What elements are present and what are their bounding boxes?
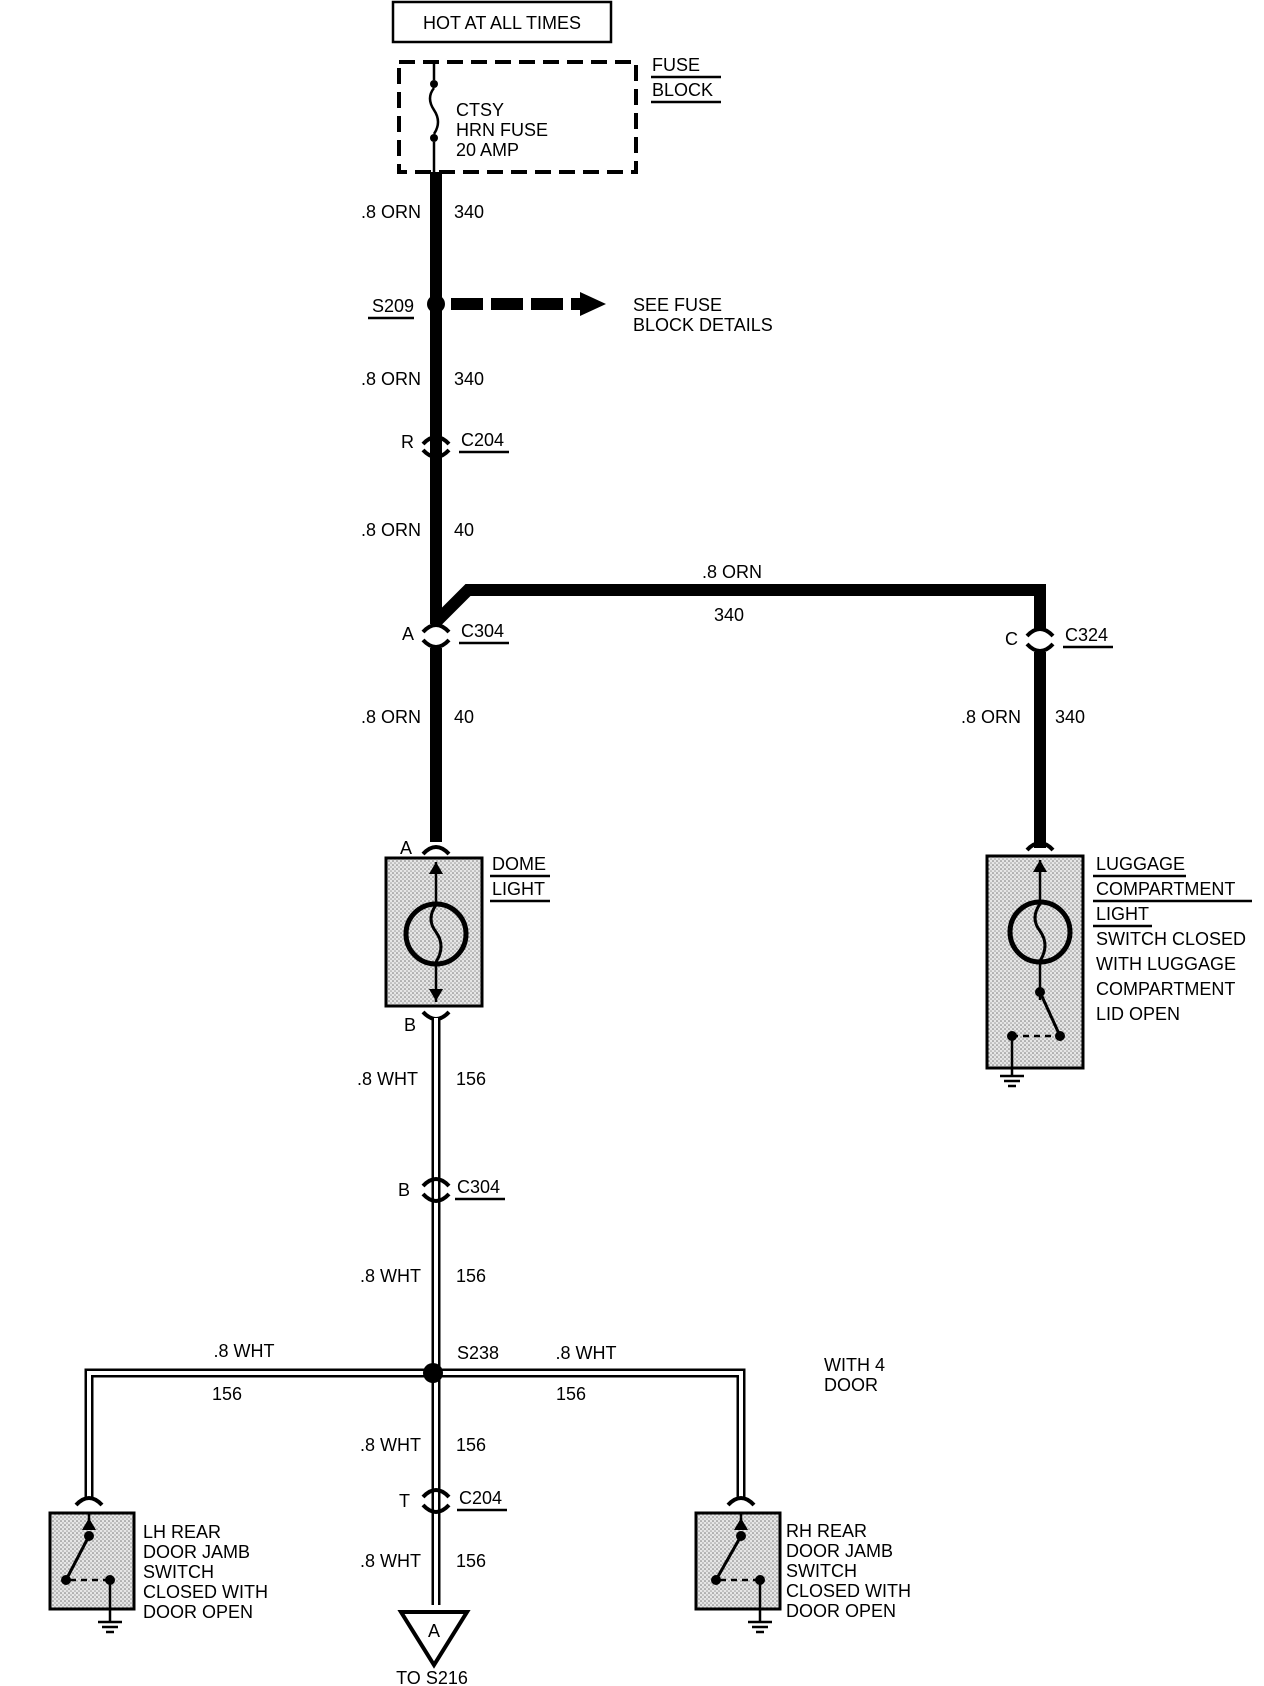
rh-line1: RH REAR xyxy=(786,1521,867,1541)
fuse-name-line2: HRN FUSE xyxy=(456,120,548,140)
hot-label: HOT AT ALL TIMES xyxy=(423,13,581,33)
luggage-line6: COMPARTMENT xyxy=(1096,979,1235,999)
c304-top-pin: A xyxy=(402,624,414,644)
wht-wires xyxy=(84,1018,746,1605)
w9-color: .8 WHT xyxy=(360,1551,421,1571)
w4-circuit: 40 xyxy=(454,707,474,727)
w6-circuit: 156 xyxy=(456,1069,486,1089)
w3-circuit: 40 xyxy=(454,520,474,540)
rh-door-jamb-switch: RH REAR DOOR JAMB SWITCH CLOSED WITH DOO… xyxy=(694,1496,911,1634)
w9-circuit: 156 xyxy=(456,1551,486,1571)
luggage-line7: LID OPEN xyxy=(1096,1004,1180,1024)
c304-top-name: C304 xyxy=(461,621,504,641)
rh-line5: DOOR OPEN xyxy=(786,1601,896,1621)
w5-circuit: 340 xyxy=(1055,707,1085,727)
wright-color: .8 WHT xyxy=(556,1343,617,1363)
c324-connector: C C324 xyxy=(1005,625,1113,653)
with-4door-line1: WITH 4 xyxy=(824,1355,885,1375)
lh-line1: LH REAR xyxy=(143,1522,221,1542)
s209-splice: S209 SEE FUSE BLOCK DETAILS xyxy=(368,292,773,335)
lh-line2: DOOR JAMB xyxy=(143,1542,250,1562)
c204-top-connector: R C204 xyxy=(401,430,509,459)
dome-pin-a: A xyxy=(400,838,412,858)
see-fuse-line1: SEE FUSE xyxy=(633,295,722,315)
fuse-name-line1: CTSY xyxy=(456,100,504,120)
s238-splice: S238 xyxy=(423,1343,499,1383)
w7-circuit: 156 xyxy=(456,1266,486,1286)
w3-color: .8 ORN xyxy=(361,520,421,540)
luggage-line2: COMPARTMENT xyxy=(1096,879,1235,899)
wleft-color: .8 WHT xyxy=(214,1341,275,1361)
s209-label: S209 xyxy=(372,296,414,316)
c304-bottom-pin: B xyxy=(398,1180,410,1200)
w2-circuit: 340 xyxy=(454,369,484,389)
luggage-compartment-light: LUGGAGE COMPARTMENT LIGHT SWITCH CLOSED … xyxy=(985,841,1252,1088)
offpage-letter: A xyxy=(428,1621,440,1641)
hot-at-all-times-box: HOT AT ALL TIMES xyxy=(391,0,613,44)
w1-color: .8 ORN xyxy=(361,202,421,222)
fuse-block-title-2: BLOCK xyxy=(652,80,713,100)
s238-label: S238 xyxy=(457,1343,499,1363)
offpage-to-label: TO S216 xyxy=(396,1668,468,1686)
wbranch-circuit: 340 xyxy=(714,605,744,625)
wbranch-color: .8 ORN xyxy=(702,562,762,582)
luggage-line3: LIGHT xyxy=(1096,904,1149,924)
rh-line2: DOOR JAMB xyxy=(786,1541,893,1561)
wright-circuit: 156 xyxy=(556,1384,586,1404)
with-4door-line2: DOOR xyxy=(824,1375,878,1395)
w8-circuit: 156 xyxy=(456,1435,486,1455)
w1-circuit: 340 xyxy=(454,202,484,222)
lh-line5: DOOR OPEN xyxy=(143,1602,253,1622)
offpage-connector: A TO S216 xyxy=(396,1610,471,1686)
w6-color: .8 WHT xyxy=(357,1069,418,1089)
w7-color: .8 WHT xyxy=(360,1266,421,1286)
c204-bottom-name: C204 xyxy=(459,1488,502,1508)
rh-line3: SWITCH xyxy=(786,1561,857,1581)
luggage-line1: LUGGAGE xyxy=(1096,854,1185,874)
lh-line4: CLOSED WITH xyxy=(143,1582,268,1602)
c204-bottom-connector: T C204 xyxy=(399,1488,507,1514)
w8-color: .8 WHT xyxy=(360,1435,421,1455)
fuse-block: CTSY HRN FUSE 20 AMP FUSE BLOCK xyxy=(397,55,721,174)
dome-light: A B DOME LIGHT xyxy=(384,838,550,1035)
luggage-line5: WITH LUGGAGE xyxy=(1096,954,1236,974)
wleft-circuit: 156 xyxy=(212,1384,242,1404)
dome-label-2: LIGHT xyxy=(492,879,545,899)
w5-color: .8 ORN xyxy=(961,707,1021,727)
dome-pin-b: B xyxy=(404,1015,416,1035)
c324-name: C324 xyxy=(1065,625,1108,645)
c304-bottom-name: C304 xyxy=(457,1177,500,1197)
c304-bottom-connector: B C304 xyxy=(398,1177,505,1203)
fuse-name-line3: 20 AMP xyxy=(456,140,519,160)
see-fuse-line2: BLOCK DETAILS xyxy=(633,315,773,335)
lh-line3: SWITCH xyxy=(143,1562,214,1582)
rh-line4: CLOSED WITH xyxy=(786,1581,911,1601)
w2-color: .8 ORN xyxy=(361,369,421,389)
luggage-line4: SWITCH CLOSED xyxy=(1096,929,1246,949)
w4-color: .8 ORN xyxy=(361,707,421,727)
orn-wire-branch xyxy=(431,584,1046,630)
fuse-block-title-1: FUSE xyxy=(652,55,700,75)
c304-top-connector: A C304 xyxy=(402,621,509,649)
c324-pin: C xyxy=(1005,629,1018,649)
c204-top-name: C204 xyxy=(461,430,504,450)
lh-door-jamb-switch: LH REAR DOOR JAMB SWITCH CLOSED WITH DOO… xyxy=(48,1496,268,1634)
c204-top-pin: R xyxy=(401,432,414,452)
dome-label-1: DOME xyxy=(492,854,546,874)
c204-bottom-pin: T xyxy=(399,1491,410,1511)
